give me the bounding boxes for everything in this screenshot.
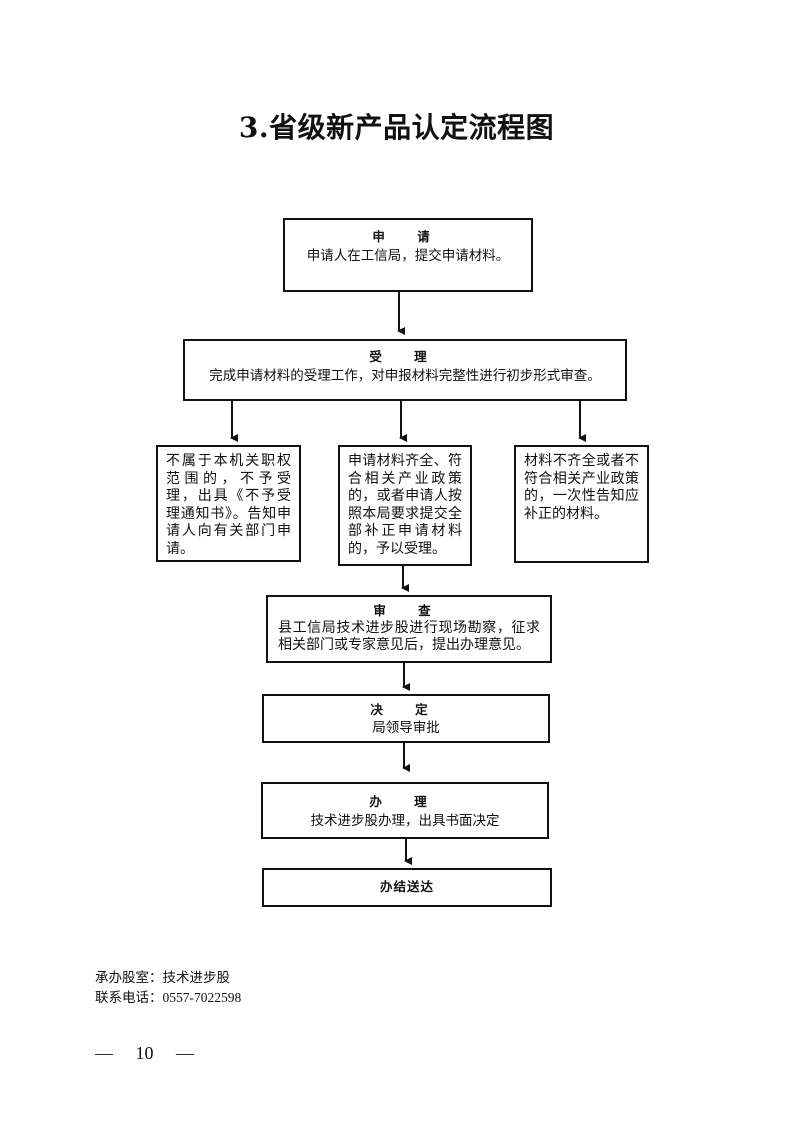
branch-reject-text: 不属于本机关职权范围的，不予受理，出具《不予受理通知书》。告知申请人向有关部门申… bbox=[166, 453, 291, 557]
page-title: 3.省级新产品认定流程图 bbox=[238, 111, 555, 144]
page-number-value: 10 bbox=[135, 1043, 154, 1063]
step-handle-text: 技术进步股办理，出具书面决定 bbox=[310, 813, 500, 829]
step-handle-heading: 办 理 bbox=[369, 794, 441, 809]
step-accept-box: 受 理 完成申请材料的受理工作，对申报材料完整性进行初步形式审查。 bbox=[183, 339, 627, 401]
branch-accept-text: 申请材料齐全、符合相关产业政策的，或者申请人按照本局要求提交全部补正申请材料的，… bbox=[348, 453, 462, 557]
step-review-text: 县工信局技术进步股进行现场勘察，征求相关部门或专家意见后，提出办理意见。 bbox=[278, 620, 540, 653]
phone-value: 0557-7022598 bbox=[162, 990, 242, 1005]
branch-reject-box: 不属于本机关职权范围的，不予受理，出具《不予受理通知书》。告知申请人向有关部门申… bbox=[156, 445, 301, 562]
step-review-heading: 审 查 bbox=[373, 603, 445, 618]
step-accept-heading: 受 理 bbox=[369, 349, 441, 364]
phone-label: 联系电话： bbox=[95, 990, 163, 1006]
page-dash-right: — bbox=[176, 1043, 194, 1063]
step-decide-box: 决 定 局领导审批 bbox=[262, 694, 550, 743]
step-accept-text: 完成申请材料的受理工作，对申报材料完整性进行初步形式审查。 bbox=[209, 368, 601, 384]
step-decide-heading: 决 定 bbox=[370, 702, 442, 717]
step-deliver-box: 办结送达 bbox=[262, 868, 552, 907]
step-review-box: 审 查 县工信局技术进步股进行现场勘察，征求相关部门或专家意见后，提出办理意见。 bbox=[266, 595, 552, 663]
page-dash-left: — bbox=[95, 1043, 113, 1063]
page-number: — 10 — bbox=[95, 1043, 194, 1064]
branch-accept-box: 申请材料齐全、符合相关产业政策的，或者申请人按照本局要求提交全部补正申请材料的，… bbox=[338, 445, 472, 566]
branch-supplement-text: 材料不齐全或者不符合相关产业政策的，一次性告知应补正的材料。 bbox=[524, 453, 639, 522]
phone-line: 联系电话：0557-7022598 bbox=[95, 988, 241, 1008]
step-apply-box: 申 请 申请人在工信局，提交申请材料。 bbox=[283, 218, 533, 292]
office-label: 承办股室： bbox=[95, 970, 163, 986]
step-apply-text: 申请人在工信局，提交申请材料。 bbox=[306, 248, 510, 264]
step-deliver-heading: 办结送达 bbox=[379, 879, 434, 894]
office-value: 技术进步股 bbox=[162, 970, 231, 986]
office-line: 承办股室：技术进步股 bbox=[95, 968, 230, 988]
branch-supplement-box: 材料不齐全或者不符合相关产业政策的，一次性告知应补正的材料。 bbox=[514, 445, 649, 563]
step-decide-text: 局领导审批 bbox=[372, 720, 440, 736]
step-handle-box: 办 理 技术进步股办理，出具书面决定 bbox=[261, 782, 549, 839]
step-apply-heading: 申 请 bbox=[372, 229, 444, 244]
